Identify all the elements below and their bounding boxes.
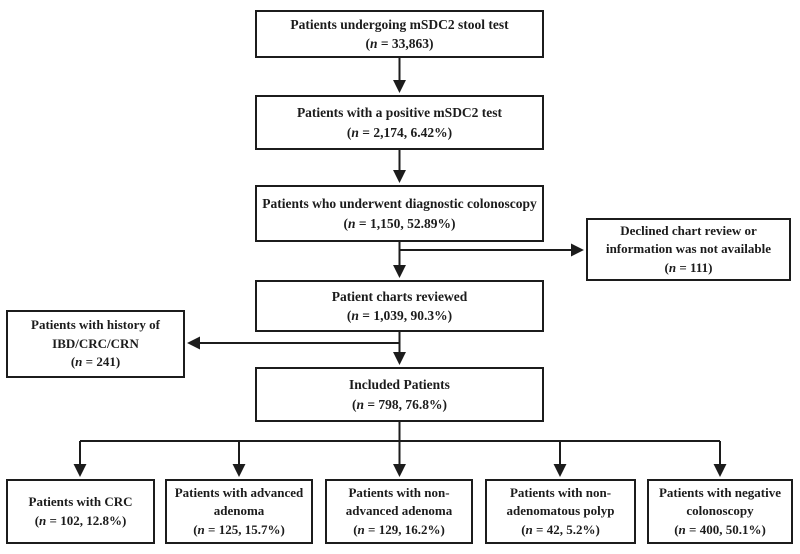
flow-box-declined-chart-review: Declined chart review or information was… [586, 218, 791, 281]
flow-box-stat: (n = 33,863) [365, 36, 434, 51]
flow-box-charts-reviewed: Patient charts reviewed (n = 1,039, 90.3… [255, 280, 544, 332]
flow-box-title: Patients with negative colonoscopy [658, 485, 782, 519]
flow-box-title: Patients with CRC [28, 494, 133, 510]
flow-box-title: Patients with history of IBD/CRC/CRN [31, 317, 160, 351]
flow-box-stat: (n = 1,039, 90.3%) [346, 308, 453, 323]
flow-box-non-advanced-adenoma: Patients with non-advanced adenoma (n = … [325, 479, 473, 544]
flow-box-stat: (n = 102, 12.8%) [34, 512, 127, 528]
flow-box-title: Patients with a positive mSDC2 test [296, 105, 503, 121]
flow-box-stat: (n = 42, 5.2%) [521, 521, 600, 537]
flow-box-title: Patients with non-adenomatous polyp [506, 485, 615, 519]
flow-box-negative-colonoscopy: Patients with negative colonoscopy (n = … [647, 479, 793, 544]
flow-box-stat: (n = 400, 50.1%) [674, 521, 766, 537]
flow-box-stat: (n = 2,174, 6.42%) [346, 124, 453, 140]
flow-box-diagnostic-colonoscopy: Patients who underwent diagnostic colono… [255, 185, 544, 242]
flow-box-stat: (n = 1,150, 52.89%) [343, 215, 456, 231]
flow-box-positive-test: Patients with a positive mSDC2 test (n =… [255, 95, 544, 150]
flow-box-title: Included Patients [349, 377, 450, 393]
flow-box-stat: (n = 798, 76.8%) [351, 396, 448, 412]
flow-box-title: Patients with advanced adenoma [174, 485, 304, 519]
flow-box-stat: (n = 129, 16.2%) [353, 521, 445, 537]
flow-box-history-ibd-crc-crn: Patients with history of IBD/CRC/CRN (n … [6, 310, 185, 378]
flow-box-non-adenomatous-polyp: Patients with non-adenomatous polyp (n =… [485, 479, 636, 544]
flow-box-crc: Patients with CRC (n = 102, 12.8%) [6, 479, 155, 544]
flow-box-stat: (n = 111) [664, 259, 713, 275]
flow-box-included-patients: Included Patients (n = 798, 76.8%) [255, 367, 544, 422]
flow-box-stat: (n = 241) [70, 354, 121, 370]
flow-box-title: Declined chart review or information was… [605, 222, 772, 257]
flow-box-stool-test: Patients undergoing mSDC2 stool test (n … [255, 10, 544, 58]
flow-box-title: Patients who underwent diagnostic colono… [262, 196, 537, 212]
flow-box-title: Patient charts reviewed [331, 288, 468, 304]
flow-box-advanced-adenoma: Patients with advanced adenoma (n = 125,… [165, 479, 313, 544]
flow-box-title: Patients with non-advanced adenoma [345, 485, 453, 519]
flow-box-stat: (n = 125, 15.7%) [193, 521, 285, 537]
flow-box-title: Patients undergoing mSDC2 stool test [290, 16, 509, 32]
